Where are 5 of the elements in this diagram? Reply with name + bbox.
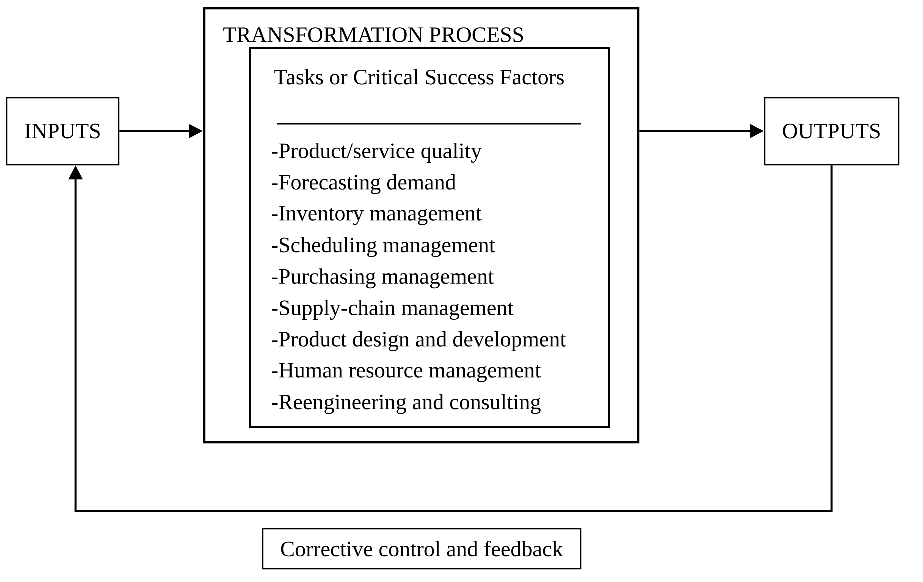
arrow (68, 166, 833, 512)
process-box: OUTPUTS (764, 97, 900, 166)
process-box: Corrective control and feedback (262, 528, 582, 570)
task-list-box: Tasks or Critical Success Factors -Product/service quality -Forecasting demand -Inventory management -Scheduling management -Purchasing management -Supply-chain management -Product design and development -Human resource management -Reengineering and consulting (249, 47, 610, 428)
process-box: INPUTS (6, 97, 120, 166)
